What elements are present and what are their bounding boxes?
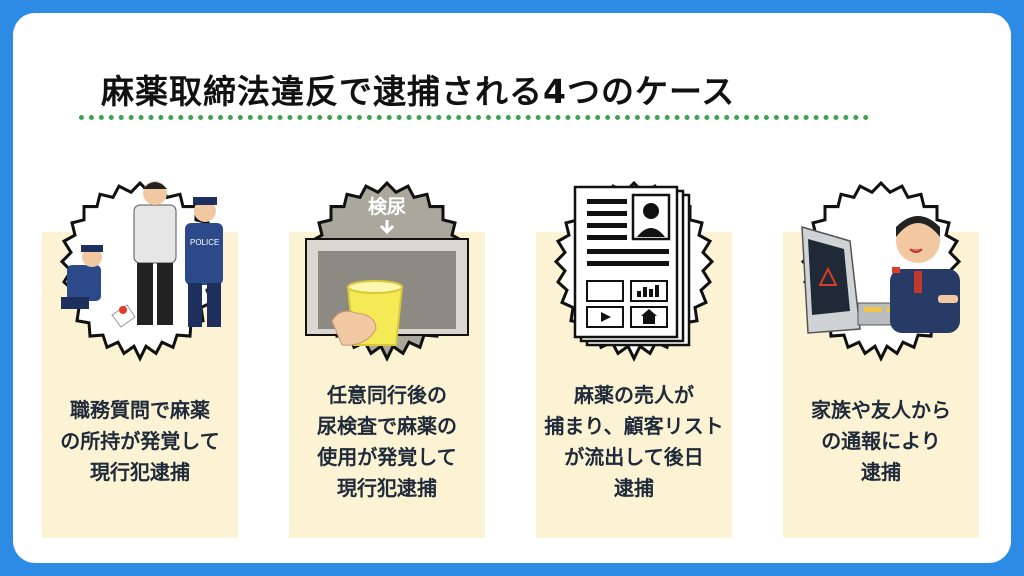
caption-line: 職務質問で麻薬	[70, 398, 210, 422]
emergency-call-icon	[778, 165, 984, 371]
customer-list-icon	[531, 165, 737, 371]
caption-line: 任意同行後の	[327, 383, 447, 407]
case-caption-3: 麻薬の売人が 捕まり、顧客リスト が流出して後日 逮捕	[536, 380, 732, 504]
case-caption-1: 職務質問で麻薬 の所持が発覚して 現行犯逮捕	[42, 395, 238, 488]
urine-test-badge: 検尿	[368, 195, 406, 218]
caption-line: の通報により	[821, 429, 941, 453]
police-questioning-icon: POLICE	[37, 165, 243, 371]
caption-line: 麻薬の売人が	[574, 383, 694, 407]
caption-line: 現行犯逮捕	[90, 460, 190, 484]
urine-test-icon: 検尿	[284, 165, 490, 371]
caption-line: 家族や友人から	[811, 398, 951, 422]
caption-line: 使用が発覚して	[317, 445, 457, 469]
case-caption-2: 任意同行後の 尿検査で麻薬の 使用が発覚して 現行犯逮捕	[289, 380, 485, 504]
caption-line: 尿検査で麻薬の	[317, 414, 457, 438]
caption-line: 現行犯逮捕	[337, 476, 437, 500]
caption-line: が流出して後日	[564, 445, 704, 469]
page-title: 麻薬取締法違反で逮捕される4つのケース	[101, 72, 736, 111]
case-caption-4: 家族や友人から の通報により 逮捕	[783, 395, 979, 488]
caption-line: 逮捕	[861, 460, 901, 484]
caption-line: の所持が発覚して	[60, 429, 220, 453]
dotted-divider	[79, 115, 869, 120]
police-label: POLICE	[190, 238, 219, 247]
caption-line: 捕まり、顧客リスト	[544, 414, 724, 438]
caption-line: 逮捕	[614, 476, 654, 500]
